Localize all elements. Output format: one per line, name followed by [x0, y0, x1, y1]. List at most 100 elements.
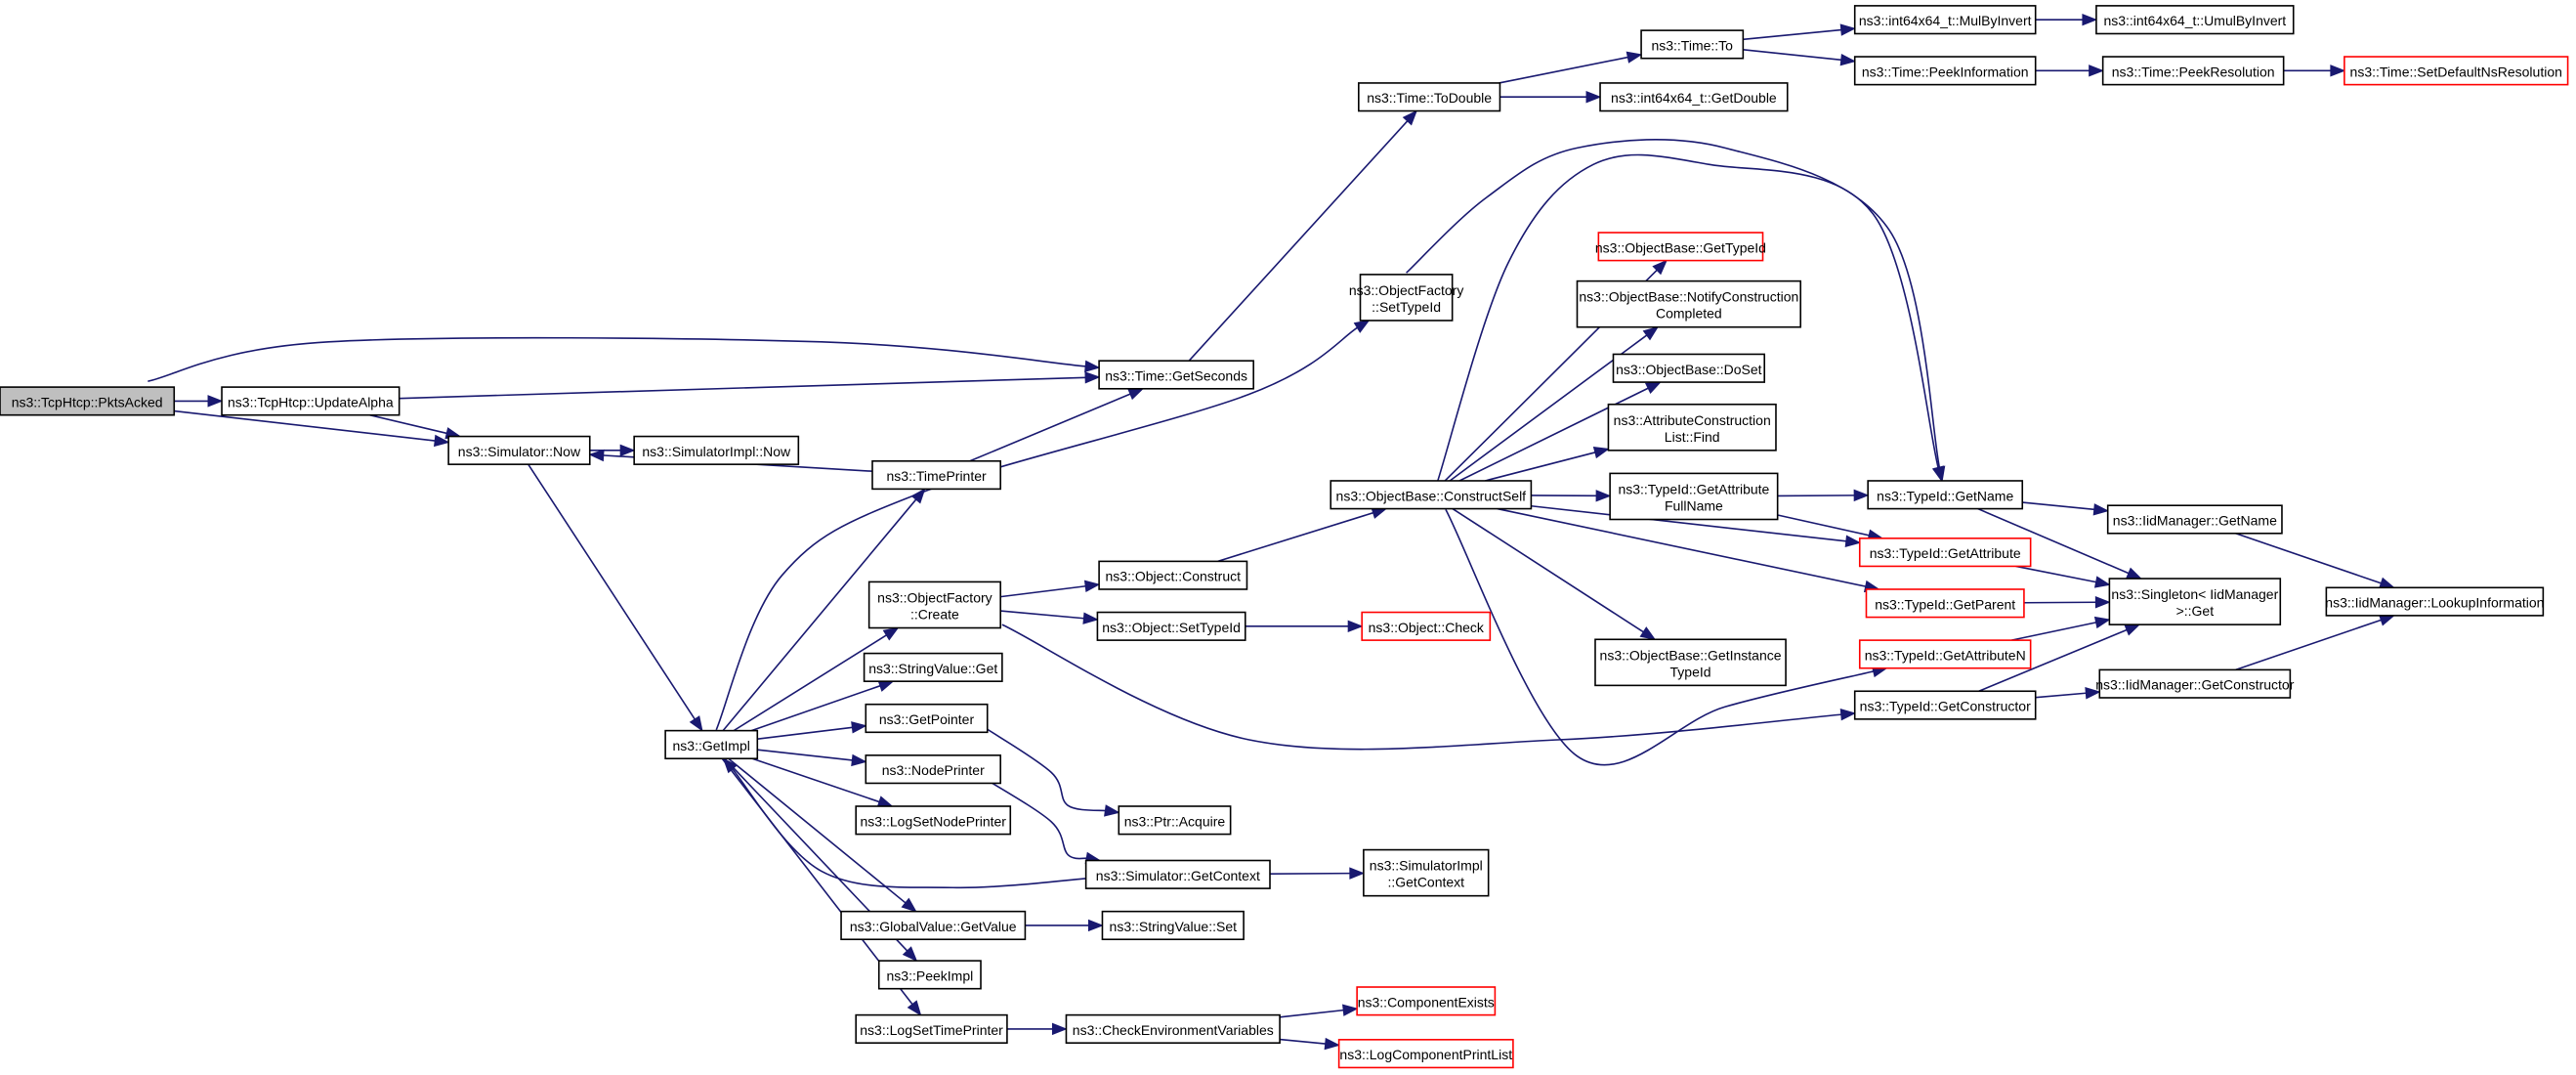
edge-typeIdGetParent-to-singletonGet [2023, 596, 2111, 609]
node-singletonGet[interactable]: ns3::Singleton< IidManager>::Get [2108, 578, 2282, 625]
node-label: ns3::Object::SetTypeId [1102, 620, 1241, 635]
edge-line [751, 757, 881, 803]
node-box [855, 805, 1012, 836]
node-iidGetName[interactable]: ns3::IidManager::GetName [2106, 504, 2283, 535]
node-peekImpl[interactable]: ns3::PeekImpl [877, 960, 982, 990]
node-simImplGetContext[interactable]: ns3::SimulatorImpl::GetContext [1363, 848, 1490, 897]
node-notifyConstruction[interactable]: ns3::ObjectBase::NotifyConstructionCompl… [1576, 280, 1802, 328]
node-mulByInvert[interactable]: ns3::int64x64_t::MulByInvert [1853, 5, 2037, 35]
node-box [877, 960, 982, 990]
node-typeIdGetName[interactable]: ns3::TypeId::GetName [1867, 480, 2024, 510]
node-getPointer[interactable]: ns3::GetPointer [865, 703, 989, 734]
node-label: ns3::LogSetTimePrinter [860, 1022, 1003, 1038]
node-typeIdGetAttribute[interactable]: ns3::TypeId::GetAttribute [1858, 538, 2032, 568]
edge-line [2035, 692, 2088, 699]
node-label: ns3::LogComponentPrintList [1339, 1047, 1512, 1062]
node-int64GetDouble[interactable]: ns3::int64x64_t::GetDouble [1599, 82, 1789, 112]
node-globalValueGetValue[interactable]: ns3::GlobalValue::GetValue [840, 910, 1027, 941]
node-doSet[interactable]: ns3::ObjectBase::DoSet [1612, 353, 1766, 383]
node-checkEnvVars[interactable]: ns3::CheckEnvironmentVariables [1065, 1013, 1281, 1045]
arrowhead-icon [1844, 535, 1862, 547]
node-timePrinter[interactable]: ns3::TimePrinter [871, 459, 1001, 491]
arrowhead-icon [2124, 624, 2141, 636]
node-simImplNow[interactable]: ns3::SimulatorImpl::Now [633, 435, 800, 465]
edge-mulByInvert-to-umulByInvert [2035, 13, 2098, 26]
edge-line [1406, 139, 1941, 469]
node-peekInformation[interactable]: ns3::Time::PeekInformation [1853, 56, 2037, 86]
node-label: ns3::Simulator::Now [458, 444, 581, 459]
node-typeIdGetAttributeN[interactable]: ns3::TypeId::GetAttributeN [1858, 639, 2032, 669]
node-box [1101, 910, 1245, 941]
node-logSetNodePrinter[interactable]: ns3::LogSetNodePrinter [855, 805, 1012, 836]
edge-getImpl-to-getPointer [757, 721, 867, 740]
node-simGetContext[interactable]: ns3::Simulator::GetContext [1084, 859, 1271, 889]
node-logComponentPrintList[interactable]: ns3::LogComponentPrintList [1337, 1039, 1514, 1069]
node-typeIdGetParent[interactable]: ns3::TypeId::GetParent [1865, 588, 2025, 619]
node-ptrAcquire[interactable]: ns3::Ptr::Acquire [1118, 805, 1232, 836]
node-getSeconds[interactable]: ns3::Time::GetSeconds [1098, 360, 1254, 390]
node-objectSetTypeId[interactable]: ns3::Object::SetTypeId [1096, 611, 1246, 641]
edge-typeIdGetConstructor-to-iidGetConstructor [2035, 687, 2101, 700]
edge-line [985, 727, 1107, 812]
node-constructSelf[interactable]: ns3::ObjectBase::ConstructSelf [1330, 480, 1533, 510]
edge-line [174, 409, 437, 442]
node-umulByInvert[interactable]: ns3::int64x64_t::UmulByInvert [2095, 5, 2295, 35]
edge-line [728, 757, 908, 905]
node-peekResolution[interactable]: ns3::Time::PeekResolution [2101, 56, 2285, 86]
node-box [1853, 690, 2037, 720]
node-obGetTypeId[interactable]: ns3::ObjectBase::GetTypeId [1595, 232, 1766, 262]
node-ofCreate[interactable]: ns3::ObjectFactory::Create [867, 580, 1001, 629]
node-label: ns3::AttributeConstruction [1614, 412, 1771, 428]
node-label: ns3::Object::Construct [1106, 569, 1242, 584]
edge-line [2235, 619, 2383, 671]
node-timeTo[interactable]: ns3::Time::To [1640, 29, 1745, 60]
node-root[interactable]: ns3::TcpHtcp::PktsAcked [0, 386, 176, 416]
node-label: ns3::SimulatorImpl [1370, 858, 1483, 874]
arrowhead-icon [2092, 503, 2110, 516]
node-label: ns3::GetPointer [879, 711, 975, 727]
edge-ofCreate-to-objectConstruct [1000, 580, 1101, 598]
edge-line [1217, 511, 1375, 563]
node-simNow[interactable]: ns3::Simulator::Now [447, 435, 591, 465]
arrowhead-icon [1349, 867, 1366, 880]
node-toDouble[interactable]: ns3::Time::ToDouble [1358, 82, 1501, 112]
node-stringValueSet[interactable]: ns3::StringValue::Set [1101, 910, 1245, 941]
node-objectCheck[interactable]: ns3::Object::Check [1361, 611, 1492, 641]
arrowhead-icon [1324, 1037, 1340, 1051]
node-logSetTimePrinter[interactable]: ns3::LogSetTimePrinter [855, 1013, 1008, 1045]
arrowhead-icon [2082, 13, 2098, 26]
node-setDefaultNsResolution[interactable]: ns3::Time::SetDefaultNsResolution [2344, 56, 2569, 86]
edge-getImpl-to-nodePrinter [757, 749, 867, 767]
node-box [1594, 638, 1787, 687]
arrowhead-icon [2125, 567, 2143, 580]
node-ofSetTypeId[interactable]: ns3::ObjectFactory::SetTypeId [1349, 274, 1464, 322]
edge-timeTo-to-peekInformation [1743, 49, 1857, 66]
edge-line [985, 778, 1088, 860]
edge-line [399, 376, 1087, 400]
node-iidLookupInformation[interactable]: ns3::IidManager::LookupInformation [2325, 586, 2544, 617]
edge-line [1000, 584, 1087, 598]
arrowhead-icon [1626, 51, 1643, 64]
node-iidGetConstructor[interactable]: ns3::IidManager::GetConstructor [2095, 668, 2295, 699]
edge-constructSelf-to-typeIdGetAttribute [1531, 504, 1862, 547]
edge-line [528, 463, 697, 721]
node-label: ns3::TypeId::GetParent [1875, 596, 2015, 612]
node-getImpl[interactable]: ns3::GetImpl [664, 729, 759, 760]
node-stringValueGet[interactable]: ns3::StringValue::Get [863, 652, 1003, 682]
node-componentExists[interactable]: ns3::ComponentExists [1356, 986, 1497, 1016]
node-box [1358, 82, 1501, 112]
node-box [0, 386, 176, 416]
edge-root-to-updateAlpha [174, 395, 224, 408]
node-updateAlpha[interactable]: ns3::TcpHtcp::UpdateAlpha [221, 386, 401, 416]
node-label: ns3::StringValue::Get [868, 661, 997, 676]
arrowhead-icon [1592, 447, 1610, 459]
node-box [221, 386, 401, 416]
node-nodePrinter[interactable]: ns3::NodePrinter [865, 754, 1001, 785]
node-typeIdGetConstructor[interactable]: ns3::TypeId::GetConstructor [1853, 690, 2037, 720]
node-objectConstruct[interactable]: ns3::Object::Construct [1098, 560, 1248, 590]
node-box [855, 1013, 1008, 1045]
node-box [2106, 504, 2283, 535]
